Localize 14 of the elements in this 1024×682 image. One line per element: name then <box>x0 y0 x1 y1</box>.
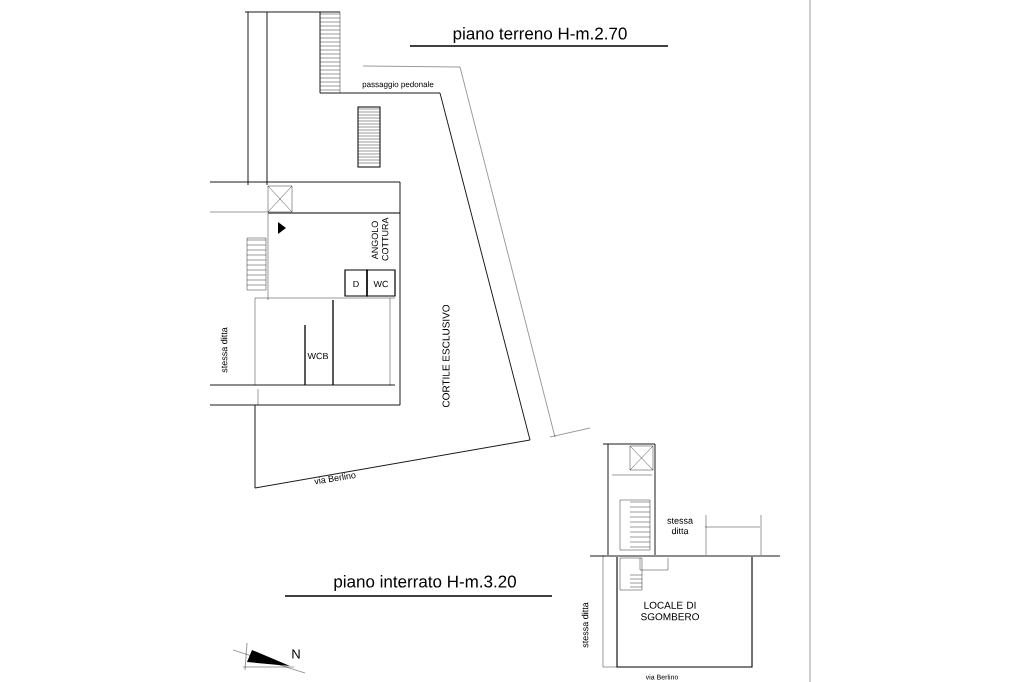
compass-letter: N <box>292 649 300 659</box>
room-label: WC <box>373 280 389 288</box>
room-label: LOCALE DI SGOMBERO <box>641 601 699 621</box>
area-label: passaggio pedonale <box>362 81 434 89</box>
floor-title: piano interrato H-m.3.20 <box>284 575 553 597</box>
room-label: WCB <box>307 352 329 360</box>
neighbour-label: stessa ditta <box>667 517 693 535</box>
floor-title: piano terreno H-m.2.70 <box>409 27 669 47</box>
neighbour-label: stessa ditta <box>220 327 228 373</box>
room-label: D <box>353 280 359 288</box>
room-label: ANGOLO COTTURA <box>371 217 389 261</box>
area-label: CORTILE ESCLUSIVO <box>442 304 450 408</box>
street-label: via Berlino <box>314 473 356 485</box>
neighbour-label: stessa ditta <box>581 602 589 648</box>
